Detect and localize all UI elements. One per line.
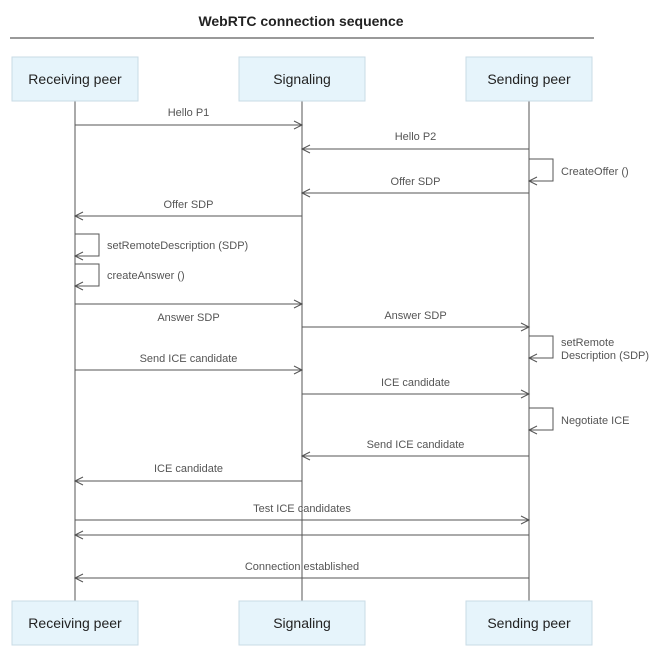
- message-6: setRemoteDescription (SDP): [73, 233, 248, 261]
- message-14: Send ICE candidate: [300, 439, 529, 461]
- actor-box: [465, 600, 593, 646]
- message-label: ICE candidate: [154, 463, 223, 475]
- arrowhead: [293, 365, 304, 375]
- message-17: [73, 530, 529, 540]
- message-label: Send ICE candidate: [367, 439, 465, 451]
- actor-label: Signaling: [273, 615, 331, 631]
- message-label: setRemoteDescription (SDP): [107, 240, 248, 252]
- arrowhead: [293, 120, 304, 130]
- message-4: Offer SDP: [300, 176, 529, 198]
- arrowhead: [73, 281, 84, 291]
- message-label: Answer SDP: [157, 312, 219, 324]
- message-5: Offer SDP: [73, 199, 302, 221]
- arrowhead: [520, 389, 531, 399]
- message-15: ICE candidate: [73, 463, 302, 486]
- diagram-title: WebRTC connection sequence: [198, 13, 403, 29]
- message-label: Offer SDP: [164, 199, 214, 211]
- actor-box: [238, 600, 366, 646]
- message-label: Negotiate ICE: [561, 415, 629, 427]
- actor-box: [11, 600, 139, 646]
- message-1: Hello P1: [75, 107, 304, 130]
- message-label: Hello P1: [168, 107, 210, 119]
- actor-label: Receiving peer: [28, 615, 122, 631]
- actor-label: Sending peer: [487, 615, 571, 631]
- actor-signaling-bottom: Signaling: [238, 600, 366, 646]
- message-label: Send ICE candidate: [140, 353, 238, 365]
- message-8: Answer SDP: [75, 299, 304, 324]
- arrowhead: [527, 425, 538, 435]
- lifelines: [74, 101, 530, 601]
- actor-box: [11, 56, 139, 102]
- message-label: Offer SDP: [391, 176, 441, 188]
- message-2: Hello P2: [300, 131, 529, 154]
- actor-receiving-top: Receiving peer: [11, 56, 139, 102]
- arrowhead: [300, 188, 311, 198]
- arrowhead: [73, 573, 84, 583]
- actor-sending-top: Sending peer: [465, 56, 593, 102]
- arrowhead: [73, 211, 84, 221]
- arrowhead: [520, 322, 531, 332]
- message-label: Test ICE candidates: [253, 503, 351, 515]
- message-11: Send ICE candidate: [75, 353, 304, 375]
- message-label: CreateOffer (): [561, 166, 629, 178]
- arrowhead: [293, 299, 304, 309]
- message-label: Answer SDP: [384, 310, 446, 322]
- actor-label: Signaling: [273, 71, 331, 87]
- actor-sending-bottom: Sending peer: [465, 600, 593, 646]
- message-16: Test ICE candidates: [75, 503, 531, 525]
- self-message-line: [75, 233, 100, 257]
- arrowhead: [527, 353, 538, 363]
- message-label: Hello P2: [395, 131, 437, 143]
- message-7: createAnswer (): [73, 263, 185, 291]
- arrowhead: [73, 476, 84, 486]
- arrowhead: [300, 451, 311, 461]
- message-label: ICE candidate: [381, 377, 450, 389]
- message-label: createAnswer (): [107, 270, 185, 282]
- self-message-line: [529, 335, 554, 359]
- actor-signaling-top: Signaling: [238, 56, 366, 102]
- actor-label: Sending peer: [487, 71, 571, 87]
- actor-box: [238, 56, 366, 102]
- arrowhead: [300, 144, 311, 154]
- arrowhead: [527, 176, 538, 186]
- message-12: ICE candidate: [302, 377, 531, 399]
- arrowhead: [73, 530, 84, 540]
- actor-label: Receiving peer: [28, 71, 122, 87]
- self-message-line: [529, 158, 554, 182]
- message-18: Connection established: [73, 561, 529, 583]
- message-9: Answer SDP: [302, 310, 531, 332]
- message-13: Negotiate ICE: [527, 407, 629, 435]
- actor-receiving-bottom: Receiving peer: [11, 600, 139, 646]
- messages: Hello P1 Hello P2 CreateOffer () Offer SDP O…: [73, 107, 649, 583]
- self-message-line: [75, 263, 100, 287]
- actor-box: [465, 56, 593, 102]
- self-message-line: [529, 407, 554, 431]
- message-3: CreateOffer (): [527, 158, 629, 186]
- message-label: Connection established: [245, 561, 359, 573]
- arrowhead: [520, 515, 531, 525]
- arrowhead: [73, 251, 84, 261]
